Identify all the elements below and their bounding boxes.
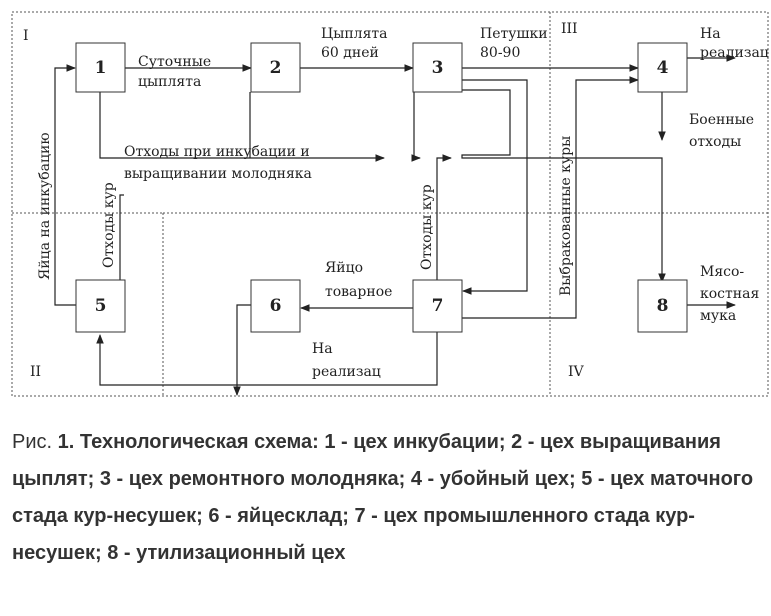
- label-culled-hens: Выбракованные куры: [558, 136, 574, 296]
- label-egg-commercial-1: Яйцо: [325, 260, 363, 276]
- label-meal-1: Мясо-: [700, 264, 744, 280]
- caption-prefix: Рис.: [12, 431, 58, 453]
- zone-label-3: III: [561, 21, 578, 37]
- box-3: 3: [412, 42, 463, 93]
- caption-text: 1. Технологическая схема: 1 - цех инкуба…: [12, 431, 754, 564]
- arrow-incubation-waste: [99, 92, 385, 162]
- arrow-5-to-1: [54, 64, 76, 306]
- zone-borders: [11, 11, 769, 397]
- box-8: 8: [637, 279, 688, 333]
- label-meal-2: костная: [700, 286, 759, 302]
- label-sale-7-2: реализац: [312, 364, 381, 380]
- label-roosters-1: Петушки: [480, 26, 548, 42]
- arrow-3-to-7: [462, 79, 528, 295]
- box-7: 7: [412, 279, 463, 333]
- box-2-number: 2: [270, 58, 282, 78]
- box-5-number: 5: [95, 296, 107, 316]
- box-4-number: 4: [657, 58, 669, 78]
- box-5: 5: [75, 279, 126, 333]
- label-daily-chicks-1: Суточные: [138, 54, 211, 70]
- box-6-number: 6: [270, 296, 282, 316]
- box-6: 6: [250, 279, 301, 333]
- zone-label-4: IV: [568, 364, 585, 380]
- figure-caption: Рис. 1. Технологическая схема: 1 - цех и…: [12, 424, 764, 572]
- box-7-number: 7: [432, 296, 444, 316]
- label-egg-commercial-2: товарное: [325, 284, 392, 300]
- box-2: 2: [250, 42, 301, 93]
- label-daily-chicks-2: цыплята: [138, 74, 201, 90]
- arrow-7-to-5: [96, 330, 438, 386]
- box-1: 1: [75, 42, 126, 93]
- label-meal-3: мука: [700, 308, 736, 324]
- box-4: 4: [637, 42, 688, 93]
- arrow-3-to-8: [461, 89, 666, 283]
- arrow-7-to-4-culled: [462, 76, 639, 319]
- line-5-hen-waste: [119, 194, 124, 283]
- label-chicks-60-2: 60 дней: [321, 45, 379, 61]
- label-chicks-60-1: Цыплята: [321, 26, 388, 42]
- box-3-number: 3: [432, 58, 444, 78]
- label-waste-1: Отходы при инкубации и: [124, 144, 310, 160]
- label-roosters-2: 80-90: [480, 45, 520, 61]
- label-waste-2: выращивании молодняка: [124, 166, 312, 182]
- label-slaughter-2: отходы: [689, 134, 741, 150]
- arrow-3-waste: [411, 92, 421, 162]
- arrow-7-hen-waste: [436, 154, 452, 200]
- label-sale-4-2: реализац: [700, 45, 769, 61]
- label-eggs-incubation: Яйца на инкубацию: [37, 132, 53, 280]
- arrow-6-sale: [233, 304, 251, 396]
- box-8-number: 8: [657, 296, 669, 316]
- label-slaughter-1: Боенные: [689, 112, 754, 128]
- zone-label-2: II: [30, 364, 41, 380]
- connectors: [54, 54, 736, 396]
- label-hen-waste-right: Отходы кур: [419, 184, 435, 270]
- label-sale-7-1: На: [312, 341, 333, 357]
- technological-scheme-diagram: I II III IV: [11, 11, 769, 397]
- outer-dashed-border: [11, 11, 769, 397]
- box-1-number: 1: [95, 58, 107, 78]
- label-hen-waste-left: Отходы кур: [101, 182, 117, 268]
- zone-label-1: I: [23, 28, 29, 44]
- label-sale-4-1: На: [700, 26, 721, 42]
